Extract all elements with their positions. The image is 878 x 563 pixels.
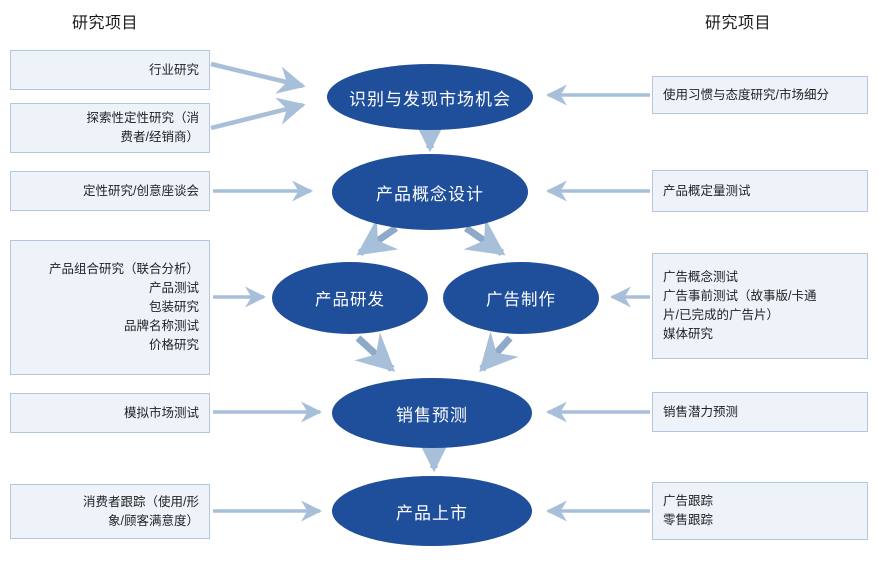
- edge-ad-to-forecast: [479, 331, 519, 373]
- node-rnd-label: 产品研发: [315, 291, 385, 309]
- right-column-header: 研究项目: [705, 15, 772, 32]
- left-box-consumer-tracking[interactable]: 消费者跟踪（使用/形 象/顾客满意度）: [10, 484, 210, 539]
- left-box-consumer-tracking-line-0: 消费者跟踪（使用/形: [83, 494, 199, 509]
- edge-rnd-to-forecast: [354, 332, 396, 372]
- right-box-ad-tests-line-2: 片/已完成的广告片）: [663, 308, 779, 322]
- left-box-sim-market-line-0: 模拟市场测试: [123, 405, 199, 420]
- left-box-product-mix-line-4: 价格研究: [148, 338, 199, 352]
- right-box-tracking[interactable]: 广告跟踪 零售跟踪: [652, 482, 868, 540]
- right-box-concept-quant-line-0: 产品概定量测试: [663, 183, 751, 198]
- left-box-product-mix[interactable]: 产品组合研究（联合分析） 产品测试 包装研究 品牌名称测试 价格研究: [10, 240, 210, 375]
- left-box-industry-line-0: 行业研究: [148, 62, 199, 77]
- left-box-product-mix-line-2: 包装研究: [148, 300, 199, 314]
- left-box-consumer-tracking-line-1: 象/顾客满意度）: [108, 513, 199, 528]
- left-box-product-mix-line-3: 品牌名称测试: [123, 319, 199, 333]
- left-box-qualitative-line-0: 定性研究/创意座谈会: [83, 183, 199, 198]
- left-box-qualitative[interactable]: 定性研究/创意座谈会: [10, 171, 210, 211]
- left-box-exploratory-line-0: 探索性定性研究（消: [86, 111, 199, 125]
- left-box-product-mix-line-1: 产品测试: [148, 281, 199, 295]
- node-opportunity[interactable]: 识别与发现市场机会: [327, 64, 533, 130]
- left-box-exploratory[interactable]: 探索性定性研究（消 费者/经销商）: [10, 103, 210, 153]
- node-forecast[interactable]: 销售预测: [332, 378, 532, 448]
- right-box-ad-tests[interactable]: 广告概念测试 广告事前测试（故事版/卡通 片/已完成的广告片） 媒体研究: [652, 253, 868, 359]
- right-box-sales-potential[interactable]: 销售潜力预测: [652, 392, 868, 432]
- node-launch[interactable]: 产品上市: [332, 476, 532, 546]
- node-forecast-label: 销售预测: [396, 405, 468, 425]
- left-box-product-mix-line-0: 产品组合研究（联合分析）: [48, 262, 199, 276]
- right-box-ad-tests-line-1: 广告事前测试（故事版/卡通: [663, 289, 817, 303]
- edge-concept-to-ad: [463, 218, 506, 256]
- left-box-sim-market[interactable]: 模拟市场测试: [10, 393, 210, 433]
- right-box-usage-attitude[interactable]: 使用习惯与态度研究/市场细分: [652, 76, 868, 114]
- right-box-ad-tests-line-3: 媒体研究: [663, 327, 714, 341]
- node-concept-label: 产品概念设计: [376, 184, 484, 204]
- right-box-sales-potential-line-0: 销售潜力预测: [663, 404, 739, 419]
- node-concept[interactable]: 产品概念设计: [332, 154, 528, 230]
- left-column-header: 研究项目: [72, 15, 139, 32]
- edge-concept-to-rnd: [356, 218, 399, 256]
- edge-exploratory-to-opportunity: [210, 97, 306, 131]
- node-ad-label: 广告制作: [486, 291, 556, 309]
- right-box-ad-tests-line-0: 广告概念测试: [663, 270, 739, 284]
- node-ad[interactable]: 广告制作: [443, 262, 599, 334]
- node-launch-label: 产品上市: [396, 503, 468, 523]
- right-box-tracking-line-1: 零售跟踪: [663, 513, 714, 527]
- right-box-concept-quant[interactable]: 产品概定量测试: [652, 170, 868, 212]
- node-rnd[interactable]: 产品研发: [272, 262, 428, 334]
- left-box-exploratory-line-1: 费者/经销商）: [120, 130, 199, 144]
- left-box-industry[interactable]: 行业研究: [10, 50, 210, 90]
- right-box-usage-attitude-line-0: 使用习惯与态度研究/市场细分: [663, 87, 829, 102]
- edge-industry-to-opportunity: [210, 61, 306, 94]
- node-opportunity-label: 识别与发现市场机会: [349, 89, 511, 109]
- right-box-tracking-line-0: 广告跟踪: [663, 494, 714, 508]
